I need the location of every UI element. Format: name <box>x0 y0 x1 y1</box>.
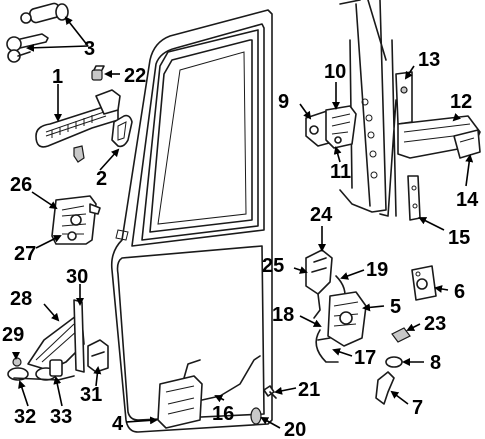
callout-3: 3 <box>84 38 95 60</box>
callout-29: 29 <box>2 324 24 346</box>
bushing-part-8 <box>385 356 403 368</box>
callout-25: 25 <box>262 255 284 277</box>
bushing-part-23 <box>391 327 411 343</box>
latch-assembly-part-26-27 <box>51 195 101 245</box>
weatherstrip-part-15 <box>407 175 421 221</box>
callout-7: 7 <box>412 397 423 419</box>
lower-hinge-assembly <box>7 299 109 381</box>
callout-9: 9 <box>278 91 289 113</box>
callout-4: 4 <box>112 413 124 435</box>
callout-labels: 3 1 22 2 26 27 30 28 29 31 32 33 4 16 21… <box>2 38 479 439</box>
callout-15: 15 <box>448 227 470 249</box>
callout-8: 8 <box>430 352 441 374</box>
callout-6: 6 <box>454 281 465 303</box>
hinge-bracket-part-12-13-14 <box>395 71 481 159</box>
callout-32: 32 <box>14 406 36 428</box>
callout-23: 23 <box>424 313 446 335</box>
callout-13: 13 <box>418 49 440 71</box>
door-panel <box>110 9 273 433</box>
callout-30: 30 <box>66 266 88 288</box>
callout-16: 16 <box>212 403 234 425</box>
striker-plate-part-6 <box>411 265 437 301</box>
handle-bezel-part-2 <box>73 114 133 163</box>
lock-cylinder-and-keys <box>6 2 69 63</box>
handle-clip-part-22 <box>91 65 105 81</box>
leader-lines <box>12 16 474 429</box>
latch-rod-assembly <box>305 249 367 363</box>
callout-12: 12 <box>450 91 472 113</box>
callout-27: 27 <box>14 243 36 265</box>
callout-5: 5 <box>390 296 401 318</box>
callout-17: 17 <box>354 347 376 369</box>
callout-14: 14 <box>456 189 479 211</box>
callout-26: 26 <box>10 174 32 196</box>
callout-18: 18 <box>272 304 294 326</box>
door-frame-pillar <box>339 0 397 217</box>
callout-28: 28 <box>10 288 32 310</box>
upper-hinge-part-9-10-11 <box>305 105 357 149</box>
callout-20: 20 <box>284 419 306 439</box>
callout-31: 31 <box>80 384 102 406</box>
exterior-handle <box>35 89 121 148</box>
callout-11: 11 <box>330 161 351 183</box>
callout-10: 10 <box>324 61 346 83</box>
lever-part-7 <box>375 371 395 405</box>
callout-33: 33 <box>50 406 72 428</box>
screw-part-21 <box>263 385 277 399</box>
actuator-rod-part-16 <box>201 355 261 401</box>
callout-19: 19 <box>366 259 388 281</box>
callout-1: 1 <box>52 66 63 88</box>
callout-2: 2 <box>96 168 107 190</box>
lock-actuator-part-4 <box>157 359 203 429</box>
clip-part-20 <box>250 407 262 425</box>
callout-22: 22 <box>124 65 146 87</box>
callout-24: 24 <box>310 204 333 226</box>
callout-21: 21 <box>298 379 320 401</box>
